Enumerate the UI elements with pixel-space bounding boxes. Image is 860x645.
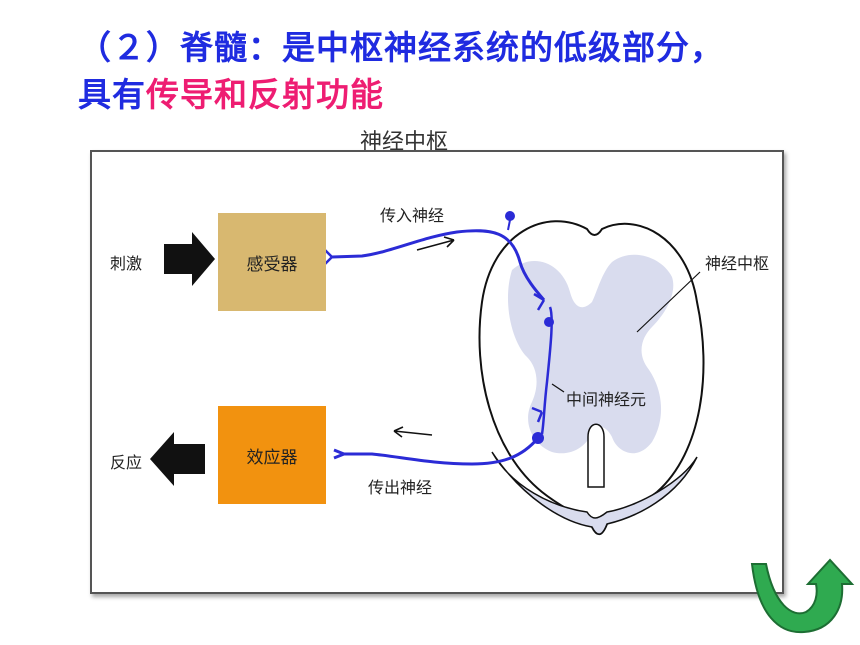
reflex-arc-diagram: 感受器 效应器 刺激 反应 传入神经 传出神经 神经中枢 中间神经元 (90, 150, 784, 594)
efferent-nerve-path (333, 437, 540, 466)
diagram-caption: 神经中枢 (360, 130, 449, 150)
afferent-nerve-label: 传入神经 (380, 206, 445, 225)
stimulus-label: 刺激 (110, 254, 143, 273)
response-arrow-icon (150, 432, 205, 486)
title-line-1: （２）脊髓：是中枢神经系统的低级部分， (78, 28, 724, 67)
central-canal (587, 423, 605, 488)
interneuron-soma (544, 317, 554, 327)
efferent-direction-arrow (393, 426, 433, 438)
gray-matter (507, 254, 674, 454)
title-line-2-prefix: 具有 (78, 75, 146, 114)
efferent-nerve-label: 传出神经 (368, 478, 433, 497)
efferent-soma (532, 432, 544, 444)
stimulus-arrow-icon (164, 232, 215, 286)
slide-title: （２）脊髓：是中枢神经系统的低级部分， 具有传导和反射功能 (78, 24, 724, 118)
receptor-box: 感受器 (218, 213, 326, 311)
effector-box: 效应器 (218, 406, 326, 504)
nerve-center-label: 神经中枢 (705, 254, 770, 273)
reflex-arc-drawing (150, 211, 705, 536)
afferent-direction-arrow (416, 236, 455, 251)
afferent-soma-stem (507, 219, 511, 231)
title-highlight: 传导和反射功能 (146, 75, 384, 114)
afferent-soma (505, 211, 515, 221)
interneuron-terminal (531, 406, 544, 423)
afferent-terminal (533, 292, 546, 311)
afferent-nerve-path (331, 229, 546, 301)
interneuron-leader (551, 383, 565, 393)
response-label: 反应 (110, 453, 143, 472)
interneuron-label: 中间神经元 (566, 390, 647, 409)
title-line-2: 具有传导和反射功能 (78, 71, 724, 118)
u-turn-arrow-icon[interactable] (744, 556, 860, 636)
nerve-center-leader (636, 271, 701, 333)
spinal-cord-lower-band (491, 451, 698, 535)
receptor-label: 感受器 (246, 254, 298, 275)
effector-label: 效应器 (246, 447, 298, 468)
